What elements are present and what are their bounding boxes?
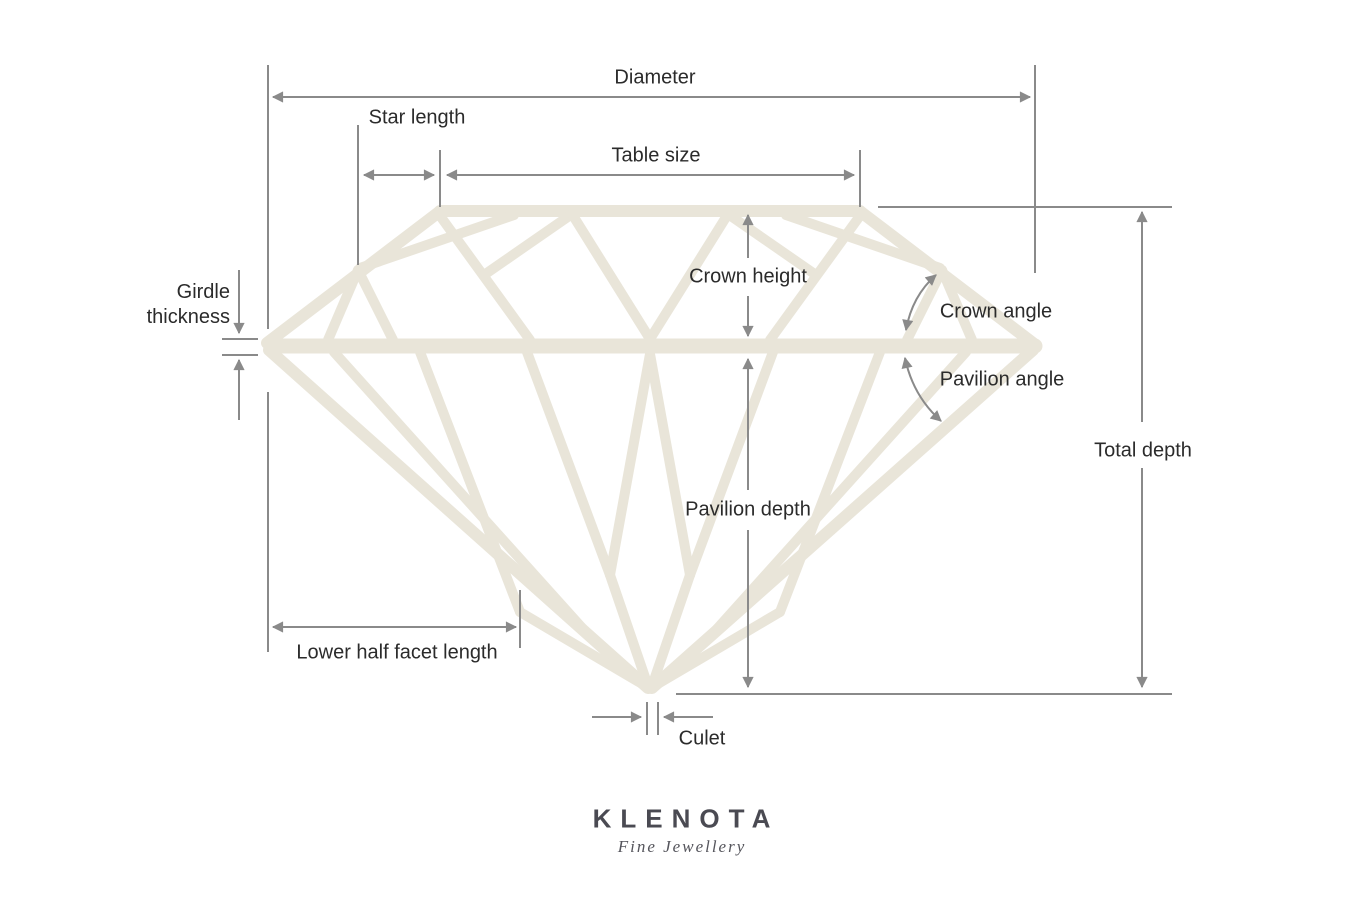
diamond-wireframe — [261, 205, 1043, 694]
pavilion-facets — [329, 347, 971, 691]
crown-height-label: Crown height — [689, 265, 807, 288]
dimension-arrows — [233, 91, 1148, 723]
brand-logo: KLENOTA — [592, 803, 780, 834]
girdle-thickness-label-line2: thickness — [146, 306, 230, 328]
girdle-thickness-label-line1: Girdle — [176, 281, 230, 303]
diameter-label: Diameter — [614, 66, 696, 89]
crown-angle-label: Crown angle — [939, 300, 1053, 323]
extension-lines — [222, 65, 1172, 735]
crown-facets — [323, 208, 977, 345]
star-length-label: Star length — [368, 106, 466, 129]
lower-half-facet-length-label: Lower half facet length — [296, 641, 498, 664]
brand-tagline: Fine Jewellery — [617, 837, 747, 856]
table-size-label: Table size — [611, 144, 701, 167]
pavilion-angle-arc — [901, 356, 942, 422]
pavilion-angle-label: Pavilion angle — [939, 368, 1065, 391]
total-depth-label: Total depth — [1094, 439, 1192, 462]
pavilion-depth-label: Pavilion depth — [685, 498, 811, 521]
girdle-thickness-label: Girdle thickness — [147, 280, 230, 330]
crown-angle-arc — [902, 274, 937, 332]
culet-label: Culet — [678, 727, 726, 750]
